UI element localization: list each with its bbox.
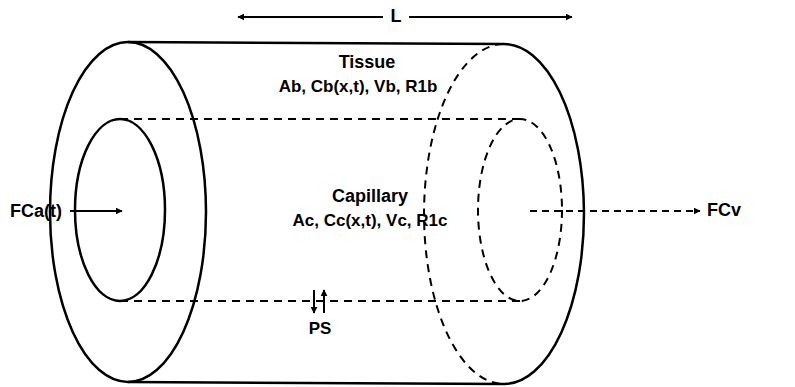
inflow-label: FCa(t) [10,202,62,222]
length-arrow [409,16,572,18]
inflow-arrow [70,210,122,212]
capillary-end [75,119,165,301]
cylinder-end [50,42,206,382]
cylinder-side [128,42,505,384]
exchange-arrow [313,290,315,313]
length-arrow [238,16,383,18]
length-label: L [391,7,402,27]
parameter-list: Ac, Cc(x,t), Vc, R1c [293,212,448,231]
hidden-capillary-side [120,119,520,301]
hidden-capillary-end [478,119,562,301]
outflow-arrow [530,210,700,212]
parameter-list: Ab, Cb(x,t), Vb, R1b [279,78,438,97]
region-title: Tissue [339,53,396,73]
outflow-label: FCv [707,201,741,221]
capillary-cylinder: CapillaryAc, Cc(x,t), Vc, R1c [70,114,570,306]
cylinder-outline [70,114,570,306]
permeability-label: PS [309,320,332,339]
region-title: Capillary [332,187,408,207]
cylinder-end [503,44,584,384]
